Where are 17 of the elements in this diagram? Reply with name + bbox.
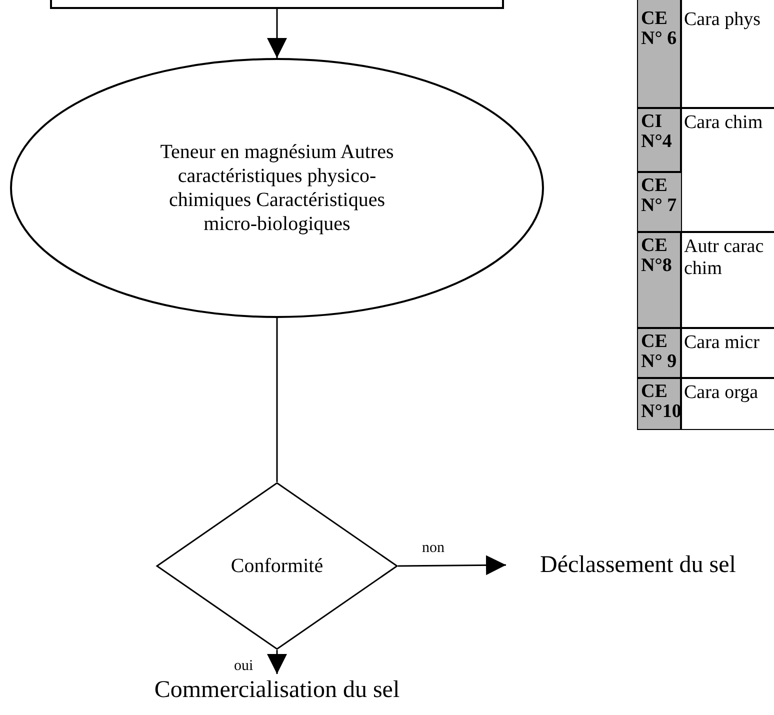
table-row-header: CE N° 6 <box>637 0 682 108</box>
table-cell: Cara micr <box>680 328 774 378</box>
process-ellipse: Teneur en magnésium Autres caractéristiques physico-chimiques Caractéristiques micro-biologiques <box>10 58 544 318</box>
table-cell: Cara orga <box>680 378 774 430</box>
table-row-header: CE N°10 <box>637 378 682 430</box>
table-row-header: CE N° 7 <box>637 172 682 232</box>
outcome-text: Déclassement du sel <box>506 549 770 581</box>
table-cell: Cara phys <box>680 0 774 108</box>
table-row-header: CE N°8 <box>637 232 682 328</box>
table-row-header: CI N°4 <box>637 108 682 172</box>
table-cell: Autr carac chim <box>680 232 774 328</box>
outcome-text: Commercialisation du sel <box>137 674 417 706</box>
arrow <box>267 9 287 58</box>
table-row-header: CE N° 9 <box>637 328 682 378</box>
decision-diamond: Conformité <box>156 482 398 650</box>
arrow <box>267 650 287 674</box>
arrow <box>398 555 506 576</box>
